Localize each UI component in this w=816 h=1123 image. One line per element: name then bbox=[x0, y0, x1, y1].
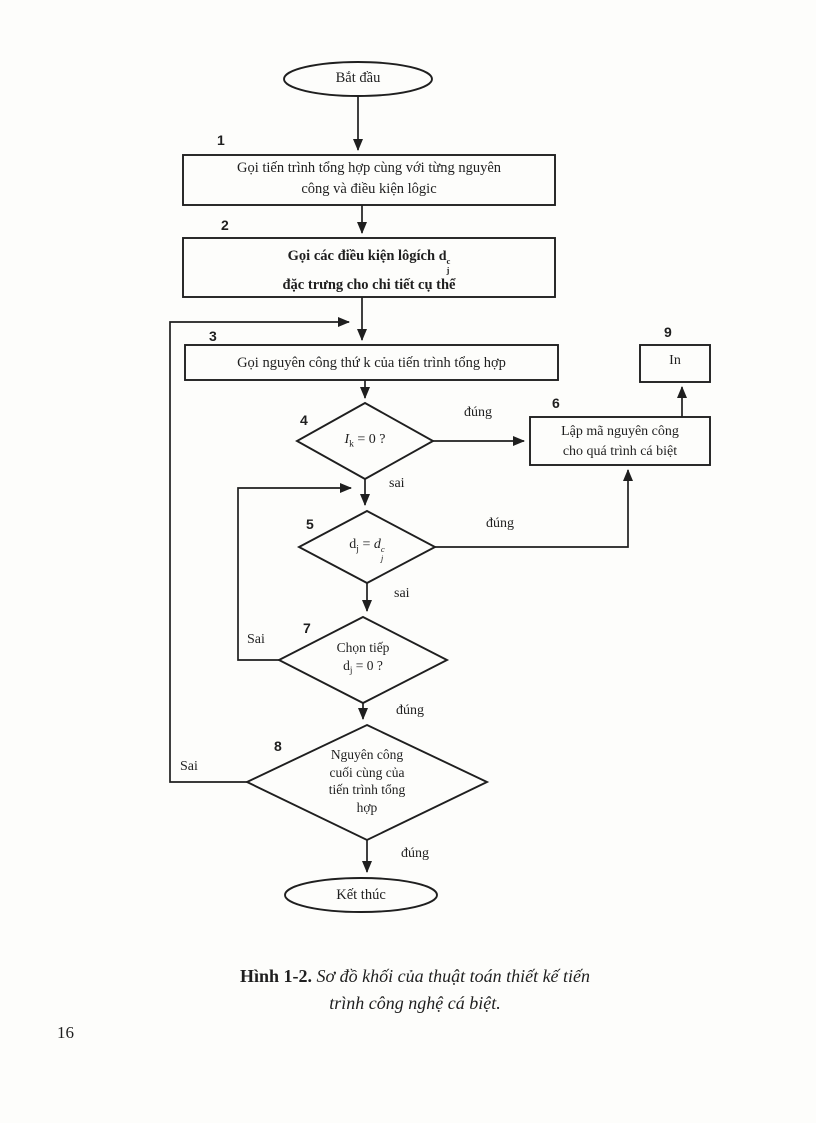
process-6-label: Lập mã nguyên công cho quá trình cá biệt bbox=[532, 422, 708, 462]
decision-7-expr-subscript: j bbox=[349, 665, 353, 676]
decision-7-expr-rest: = 0 ? bbox=[352, 658, 383, 673]
edge-8-false-loop-to-3 bbox=[169, 317, 350, 783]
process-2-line1-text: Gọi các điều kiện lôgích bbox=[287, 248, 439, 264]
decision-4-expr-base: I bbox=[344, 432, 350, 447]
edge-label-5-false: sai bbox=[394, 586, 410, 601]
edge-label-8-false: Sai bbox=[180, 759, 198, 774]
decision-5-right-base: d bbox=[373, 537, 381, 552]
process-9-label: In bbox=[669, 353, 681, 368]
edge-7-false-loop-to-5 bbox=[237, 483, 352, 661]
process-6-line2: cho quá trình cá biệt bbox=[562, 444, 678, 459]
process-1-label: Gọi tiến trình tổng hợp cùng với từng ng… bbox=[187, 158, 551, 200]
decision-5-left-subscript: j bbox=[356, 544, 359, 555]
decision-8-line4: hợp bbox=[356, 799, 378, 815]
process-2-line2: đặc trưng cho chi tiết cụ thể bbox=[282, 277, 456, 294]
node-3-number: 3 bbox=[209, 328, 217, 344]
edge-label-4-true: đúng bbox=[464, 405, 492, 420]
decision-7-label: Chọn tiếp dj = 0 ? bbox=[293, 639, 433, 679]
end-terminator-label: Kết thúc bbox=[336, 887, 386, 903]
decision-7-expr-base: d bbox=[343, 658, 350, 673]
node-5-number: 5 bbox=[306, 516, 314, 532]
node-2-number: 2 bbox=[221, 217, 229, 233]
decision-5-right-superscript: c bbox=[380, 543, 385, 554]
process-3-label: Gọi nguyên công thứ k của tiến trình tổn… bbox=[237, 355, 506, 371]
decision-8-line2: cuối cùng của bbox=[329, 764, 405, 780]
decision-5-equals: = bbox=[358, 537, 374, 552]
node-6-number: 6 bbox=[552, 395, 560, 411]
edge-label-5-true: đúng bbox=[486, 516, 514, 531]
caption-figure-label: Hình 1-2. bbox=[239, 966, 312, 986]
page-number: 16 bbox=[57, 1023, 74, 1042]
process-2-expr-base: d bbox=[438, 249, 447, 264]
decision-4-expr-subscript: k bbox=[349, 439, 354, 450]
decision-5-left-base: d bbox=[349, 537, 357, 552]
process-6-line1: Lập mã nguyên công bbox=[561, 424, 679, 439]
decision-4-label: Ik = 0 ? bbox=[315, 432, 415, 449]
decision-5-right-subscript: j bbox=[380, 553, 384, 563]
node-7-number: 7 bbox=[303, 620, 311, 636]
decision-8-line1: Nguyên công bbox=[330, 747, 404, 762]
node-4-number: 4 bbox=[300, 412, 308, 428]
figure-caption: Hình 1-2. Sơ đồ khối của thuật toán thiế… bbox=[145, 963, 685, 1017]
process-6-shape bbox=[529, 416, 711, 466]
decision-4-expr-rest: = 0 ? bbox=[353, 432, 386, 447]
process-1-line1: Gọi tiến trình tổng hợp cùng với từng ng… bbox=[236, 160, 502, 176]
caption-line1: Hình 1-2. Sơ đồ khối của thuật toán thiế… bbox=[145, 963, 685, 990]
process-1-line2: công và điều kiện lôgic bbox=[301, 181, 437, 197]
decision-8-line3: tiến trình tổng bbox=[328, 782, 406, 797]
node-9-number: 9 bbox=[664, 324, 672, 340]
edge-5-true-to-6 bbox=[435, 469, 633, 548]
process-3-shape bbox=[184, 344, 559, 381]
decision-7-line1: Chọn tiếp bbox=[336, 640, 390, 655]
node-1-number: 1 bbox=[217, 132, 225, 148]
edge-label-8-true: đúng bbox=[401, 846, 429, 861]
decision-8-label: Nguyên công cuối cùng của tiến trình tổn… bbox=[287, 746, 447, 816]
node-8-number: 8 bbox=[274, 738, 282, 754]
decision-7-line2: dj = 0 ? bbox=[293, 657, 433, 679]
caption-text-line2: trình công nghệ cá biệt. bbox=[329, 993, 501, 1013]
end-terminator-shape bbox=[284, 877, 438, 913]
process-2-expr-subscript: j bbox=[446, 265, 450, 275]
process-9-shape bbox=[639, 344, 711, 383]
edge-label-7-false: Sai bbox=[247, 632, 265, 647]
caption-line2: trình công nghệ cá biệt. bbox=[145, 990, 685, 1017]
process-1-shape bbox=[182, 154, 556, 206]
edge-label-4-false: sai bbox=[389, 476, 405, 491]
process-2-shape bbox=[182, 237, 556, 298]
process-2-expr-superscript: c bbox=[446, 255, 451, 266]
edge-label-7-true: đúng bbox=[396, 703, 424, 718]
caption-text-line1: Sơ đồ khối của thuật toán thiết kế tiến bbox=[316, 966, 591, 986]
start-terminator-label: Bắt đầu bbox=[335, 70, 381, 86]
